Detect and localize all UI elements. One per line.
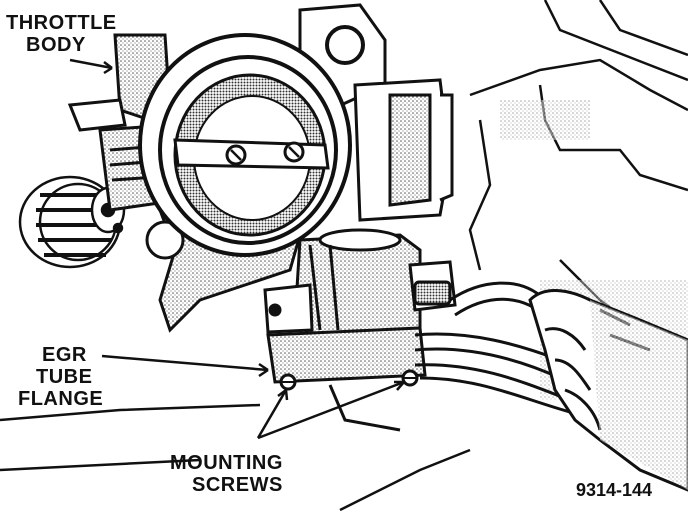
mounting-screws-line2: SCREWS xyxy=(192,474,283,496)
egr-label-line3: FLANGE xyxy=(18,388,104,410)
throttle-body-label: THROTTLE BODY xyxy=(6,12,117,56)
figure-number: 9314-144 xyxy=(576,480,653,500)
mounting-screws-label: MOUNTING SCREWS xyxy=(170,452,283,496)
throttle-body-label-line2: BODY xyxy=(26,34,86,56)
throttle-body-leader xyxy=(69,58,113,70)
throttle-bore xyxy=(138,33,352,257)
background-shading xyxy=(500,100,590,140)
egr-label-line1: EGR xyxy=(42,344,87,366)
leader-lines xyxy=(69,58,405,440)
screw-leader-left xyxy=(256,389,288,439)
egr-flange-leader xyxy=(101,354,269,372)
throttle-body-label-line1: THROTTLE xyxy=(6,12,117,34)
hand-shading xyxy=(590,300,688,490)
throttle-body-casting xyxy=(67,3,454,333)
throttle-pulley xyxy=(18,175,126,269)
screw-leader-right xyxy=(257,380,405,440)
egr-valve-body xyxy=(263,228,457,337)
mounting-screws-line1: MOUNTING xyxy=(170,452,283,474)
egr-tube-flange-label: EGR TUBE FLANGE xyxy=(18,344,103,410)
egr-tube-flange xyxy=(266,326,427,432)
egr-label-line2: TUBE xyxy=(36,366,93,388)
